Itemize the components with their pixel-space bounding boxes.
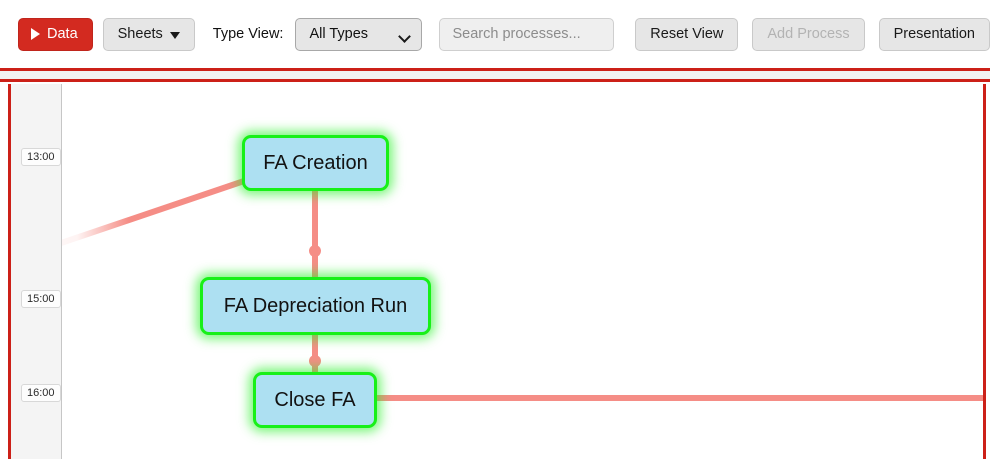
toolbar: Data Sheets Type View: All Types Search … [0, 0, 990, 68]
toolbar-separator [0, 68, 990, 82]
type-view-label: Type View: [212, 26, 284, 42]
edge-layer [11, 177, 983, 401]
type-view-selected-value: All Types [309, 25, 369, 42]
search-input[interactable]: Search processes... [438, 17, 615, 51]
chevron-down-icon [397, 29, 411, 43]
process-node-fa-depreciation-run[interactable]: FA Depreciation Run [200, 277, 431, 335]
diagram-canvas[interactable]: FA Creation FA Depreciation Run Close FA… [8, 84, 986, 459]
caret-down-icon [169, 31, 180, 39]
add-process-button[interactable]: Add Process [752, 17, 865, 51]
time-tick-label: 13:00 [21, 148, 61, 166]
process-node-label: Close FA [274, 388, 356, 411]
sheets-dropdown-button[interactable]: Sheets [102, 17, 195, 51]
presentation-button[interactable]: Presentation [878, 17, 990, 51]
type-view-select[interactable]: All Types [295, 17, 422, 51]
time-axis-gutter[interactable]: 13:00 15:00 16:00 [11, 84, 62, 459]
edge-waypoint-dot[interactable] [309, 245, 321, 257]
reset-view-button[interactable]: Reset View [635, 17, 739, 51]
data-button[interactable]: Data [18, 17, 93, 51]
time-tick-label: 15:00 [21, 290, 61, 308]
sheets-button-label: Sheets [117, 25, 163, 42]
edge-waypoint-dot[interactable] [309, 355, 321, 367]
process-node-label: FA Creation [263, 151, 368, 174]
play-triangle-icon [31, 28, 40, 40]
process-node-fa-creation[interactable]: FA Creation [242, 135, 389, 191]
time-tick-label: 16:00 [21, 384, 61, 402]
data-button-label: Data [47, 26, 78, 42]
process-node-close-fa[interactable]: Close FA [253, 372, 377, 428]
process-node-label: FA Depreciation Run [223, 294, 408, 317]
